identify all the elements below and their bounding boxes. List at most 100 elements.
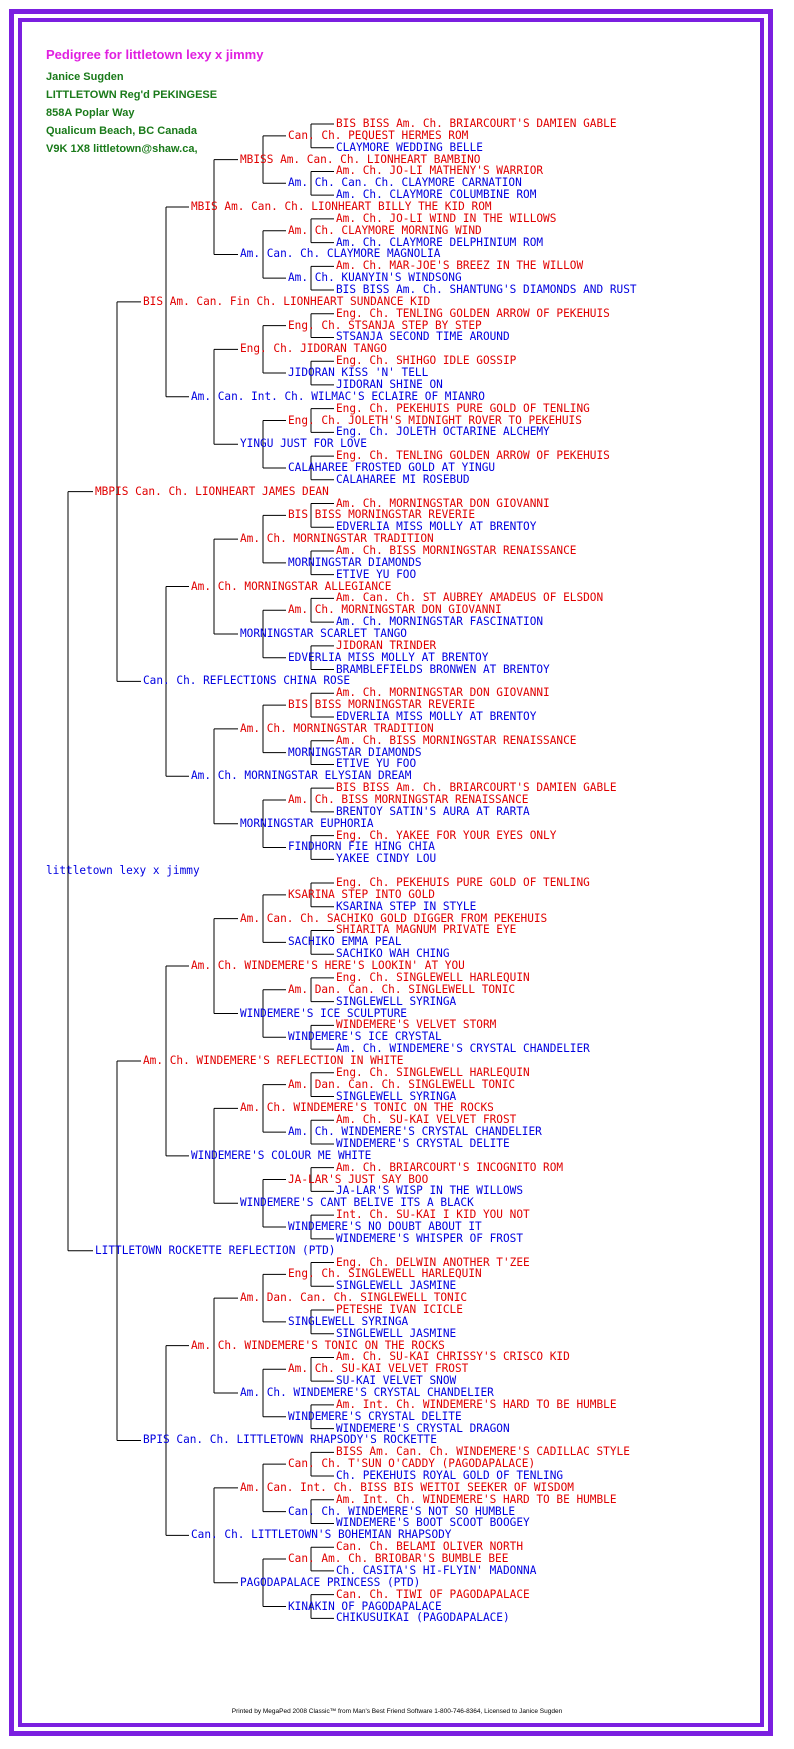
pedigree-entry-gen4: Am. Ch. WINDEMERE'S TONIC ON THE ROCKS — [240, 1101, 494, 1115]
pedigree-entry-gen6: BRENTOY SATIN'S AURA AT RARTA — [336, 804, 530, 818]
owner-kennel: LITTLETOWN Reg'd PEKINGESE — [46, 89, 218, 101]
pedigree-entry-gen4: WINDEMERE'S CANT BELIVE ITS A BLACK — [240, 1196, 474, 1210]
pedigree-entry-gen5: WINDEMERE'S NO DOUBT ABOUT IT — [288, 1219, 482, 1233]
pedigree-entry-gen6: JIDORAN SHINE ON — [336, 377, 443, 391]
pedigree-entry-gen6: Am. Ch. CLAYMORE COLUMBINE ROM — [336, 188, 537, 202]
pedigree-entry-gen6: Eng. Ch. PEKEHUIS PURE GOLD OF TENLING — [336, 401, 590, 415]
pedigree-entry-gen3: MBIS Am. Can. Ch. LIONHEART BILLY THE KI… — [191, 200, 492, 214]
pedigree-entry-gen5: BIS BISS MORNINGSTAR REVERIE — [288, 508, 476, 522]
pedigree-entry-gen6: STSANJA SECOND TIME AROUND — [336, 330, 510, 344]
pedigree-entry-gen4: Am. Can. Ch. CLAYMORE MAGNOLIA — [240, 247, 441, 261]
pedigree-entry-gen6: JIDORAN TRINDER — [336, 638, 437, 652]
pedigree-entry-gen6: Am. Int. Ch. WINDEMERE'S HARD TO BE HUMB… — [336, 1492, 617, 1506]
pedigree-entry-gen6: Am. Ch. BISS MORNINGSTAR RENAISSANCE — [336, 733, 577, 747]
pedigree-entry-gen6: EDVERLIA MISS MOLLY AT BRENTOY — [336, 520, 537, 534]
pedigree-entry-gen5: Can. Ch. PEQUEST HERMES ROM — [288, 128, 469, 142]
pedigree-entry-gen5: Can. Ch. WINDEMERE'S NOT SO HUMBLE — [288, 1504, 516, 1518]
owner-street: 858A Poplar Way — [46, 107, 135, 119]
pedigree-entry-gen4: MORNINGSTAR EUPHORIA — [240, 816, 374, 830]
pedigree-entry-gen4: PAGODAPALACE PRINCESS (PTD) — [240, 1575, 421, 1589]
pedigree-entry-gen6: WINDEMERE'S CRYSTAL DELITE — [336, 1136, 510, 1150]
pedigree-entry-gen5: WINDEMERE'S ICE CRYSTAL — [288, 1030, 442, 1044]
pedigree-entry-gen4: Am. Ch. MORNINGSTAR TRADITION — [240, 532, 434, 546]
pedigree-entry-gen1: MBPIS Can. Ch. LIONHEART JAMES DEAN — [95, 484, 329, 498]
pedigree-entry-gen6: SINGLEWELL JASMINE — [336, 1279, 457, 1293]
pedigree-entry-gen6: Eng. Ch. SINGLEWELL HARLEQUIN — [336, 970, 530, 984]
pedigree-entry-gen6: BISS Am. Can. Ch. WINDEMERE'S CADILLAC S… — [336, 1445, 630, 1459]
pedigree-entry-gen6: Eng. Ch. JOLETH OCTARINE ALCHEMY — [336, 425, 550, 439]
pedigree-entry-gen3: Am. Ch. MORNINGSTAR ALLEGIANCE — [191, 579, 392, 593]
owner-info: Janice Sugden LITTLETOWN Reg'd PEKINGESE… — [46, 68, 217, 158]
pedigree-entry-gen6: WINDEMERE'S WHISPER OF FROST — [336, 1231, 524, 1245]
pedigree-entry-gen5: Am. Ch. MORNINGSTAR DON GIOVANNI — [288, 603, 502, 617]
pedigree-entry-gen6: SU-KAI VELVET SNOW — [336, 1374, 457, 1388]
pedigree-entry-gen5: Am. Ch. KUANYIN'S WINDSONG — [288, 271, 462, 285]
pedigree-entry-gen6: JA-LAR'S WISP IN THE WILLOWS — [336, 1184, 524, 1198]
pedigree-entry-gen6: CHIKUSUIKAI (PAGODAPALACE) — [336, 1611, 510, 1625]
pedigree-entry-gen5: Eng. Ch. STSANJA STEP BY STEP — [288, 318, 482, 332]
pedigree-entry-gen6: Can. Ch. TIWI OF PAGODAPALACE — [336, 1587, 530, 1601]
pedigree-entry-gen6: SINGLEWELL SYRINGA — [336, 1089, 457, 1103]
pedigree-entry-gen5: Am. Ch. CLAYMORE MORNING WIND — [288, 223, 482, 237]
pedigree-entry-gen4: Am. Can. Int. Ch. BISS BIS WEITOI SEEKER… — [240, 1480, 574, 1494]
pedigree-entry-gen6: Eng. Ch. PEKEHUIS PURE GOLD OF TENLING — [336, 876, 590, 890]
subject-name: littletown lexy x jimmy — [46, 864, 200, 878]
pedigree-entry-gen6: SACHIKO WAH CHING — [336, 947, 450, 961]
pedigree-entry-gen6: Eng. Ch. DELWIN ANOTHER T'ZEE — [336, 1255, 530, 1269]
pedigree-entry-gen4: MBISS Am. Can. Ch. LIONHEART BAMBINO — [240, 152, 481, 166]
pedigree-entry-gen5: JA-LAR'S JUST SAY BOO — [288, 1172, 429, 1186]
pedigree-entry-gen6: ETIVE YU FOO — [336, 757, 417, 771]
pedigree-entry-gen6: KSARINA STEP IN STYLE — [336, 899, 477, 913]
pedigree-entry-gen5: Am. Dan. Can. Ch. SINGLEWELL TONIC — [288, 1077, 516, 1091]
pedigree-entry-gen4: MORNINGSTAR SCARLET TANGO — [240, 626, 407, 640]
pedigree-entry-gen6: Ch. CASITA'S HI-FLYIN' MADONNA — [336, 1563, 537, 1577]
pedigree-entry-gen6: Can. Ch. BELAMI OLIVER NORTH — [336, 1540, 524, 1554]
pedigree-entry-gen3: Am. Ch. WINDEMERE'S TONIC ON THE ROCKS — [191, 1338, 445, 1352]
pedigree-entry-gen5: KSARINA STEP INTO GOLD — [288, 887, 435, 901]
pedigree-entry-gen5: Eng. Ch. JOLETH'S MIDNIGHT ROVER TO PEKE… — [288, 413, 582, 427]
pedigree-entry-gen5: CALAHAREE FROSTED GOLD AT YINGU — [288, 460, 496, 474]
pedigree-entry-gen6: Am. Ch. SU-KAI VELVET FROST — [336, 1113, 517, 1127]
pedigree-entry-gen6: YAKEE CINDY LOU — [336, 852, 437, 866]
pedigree-entry-gen5: Am. Ch. WINDEMERE'S CRYSTAL CHANDELIER — [288, 1125, 542, 1139]
pedigree-entry-gen6: Am. Ch. MORNINGSTAR FASCINATION — [336, 615, 544, 629]
pedigree-entry-gen1: LITTLETOWN ROCKETTE REFLECTION (PTD) — [95, 1243, 336, 1257]
pedigree-entry-gen6: ETIVE YU FOO — [336, 567, 417, 581]
pedigree-entry-gen5: WINDEMERE'S CRYSTAL DELITE — [288, 1409, 462, 1423]
pedigree-entry-gen2: Can. Ch. REFLECTIONS CHINA ROSE — [143, 674, 351, 688]
page-border-outer — [9, 9, 773, 1736]
pedigree-entry-gen5: JIDORAN KISS 'N' TELL — [288, 366, 429, 380]
pedigree-entry-gen5: Can. Ch. T'SUN O'CADDY (PAGODAPALACE) — [288, 1457, 536, 1471]
pedigree-entry-gen6: Eng. Ch. TENLING GOLDEN ARROW OF PEKEHUI… — [336, 449, 610, 463]
owner-name: Janice Sugden — [46, 71, 124, 83]
pedigree-entry-gen3: WINDEMERE'S COLOUR ME WHITE — [191, 1148, 372, 1162]
pedigree-entry-gen3: Can. Ch. LITTLETOWN'S BOHEMIAN RHAPSODY — [191, 1528, 452, 1542]
pedigree-entry-gen6: Eng. Ch. SHIHGO IDLE GOSSIP — [336, 354, 517, 368]
pedigree-entry-gen3: Am. Ch. WINDEMERE'S HERE'S LOOKIN' AT YO… — [191, 959, 465, 973]
pedigree-entry-gen5: Am. Dan. Can. Ch. SINGLEWELL TONIC — [288, 982, 516, 996]
pedigree-entry-gen5: MORNINGSTAR DIAMONDS — [288, 745, 422, 759]
pedigree-entry-gen3: Am. Can. Int. Ch. WILMAC'S ECLAIRE OF MI… — [191, 389, 485, 403]
pedigree-entry-gen5: Can. Am. Ch. BRIOBAR'S BUMBLE BEE — [288, 1552, 509, 1566]
pedigree-entry-gen6: EDVERLIA MISS MOLLY AT BRENTOY — [336, 710, 537, 723]
pedigree-entry-gen6: Eng. Ch. YAKEE FOR YOUR EYES ONLY — [336, 828, 557, 842]
pedigree-entry-gen6: PETESHE IVAN ICICLE — [336, 1303, 463, 1316]
pedigree-entry-gen6: Am. Ch. MORNINGSTAR DON GIOVANNI — [336, 686, 550, 700]
pedigree-entry-gen5: FINDHORN FIE HING CHIA — [288, 840, 435, 854]
pedigree-entry-gen6: WINDEMERE'S CRYSTAL DRAGON — [336, 1421, 510, 1435]
pedigree-entry-gen5: Am. Ch. Can. Ch. CLAYMORE CARNATION — [288, 176, 522, 190]
pedigree-entry-gen6: Am. Ch. WINDEMERE'S CRYSTAL CHANDELIER — [336, 1042, 590, 1056]
pedigree-entry-gen4: Am. Ch. WINDEMERE'S CRYSTAL CHANDELIER — [240, 1386, 494, 1400]
pedigree-entry-gen6: WINDEMERE'S VELVET STORM — [336, 1018, 497, 1032]
pedigree-entry-gen5: Am. Ch. SU-KAI VELVET FROST — [288, 1362, 469, 1376]
pedigree-entry-gen5: SINGLEWELL SYRINGA — [288, 1314, 409, 1328]
pedigree-entry-gen4: YINGU JUST FOR LOVE — [240, 437, 367, 451]
pedigree-entry-gen6: Eng. Ch. TENLING GOLDEN ARROW OF PEKEHUI… — [336, 306, 610, 320]
pedigree-entry-gen6: Am. Ch. CLAYMORE DELPHINIUM ROM — [336, 235, 544, 249]
pedigree-entry-gen6: Eng. Ch. SINGLEWELL HARLEQUIN — [336, 1065, 530, 1079]
pedigree-entry-gen6: Am. Ch. JO-LI MATHENY'S WARRIOR — [336, 164, 544, 178]
pedigree-entry-gen6: Am. Ch. MAR-JOE'S BREEZ IN THE WILLOW — [336, 259, 584, 273]
print-footer: Printed by MegaPed 2008 Classic™ from Ma… — [231, 1708, 563, 1715]
owner-city: Qualicum Beach, BC Canada — [46, 125, 197, 137]
pedigree-entry-gen6: BRAMBLEFIELDS BRONWEN AT BRENTOY — [336, 662, 550, 676]
